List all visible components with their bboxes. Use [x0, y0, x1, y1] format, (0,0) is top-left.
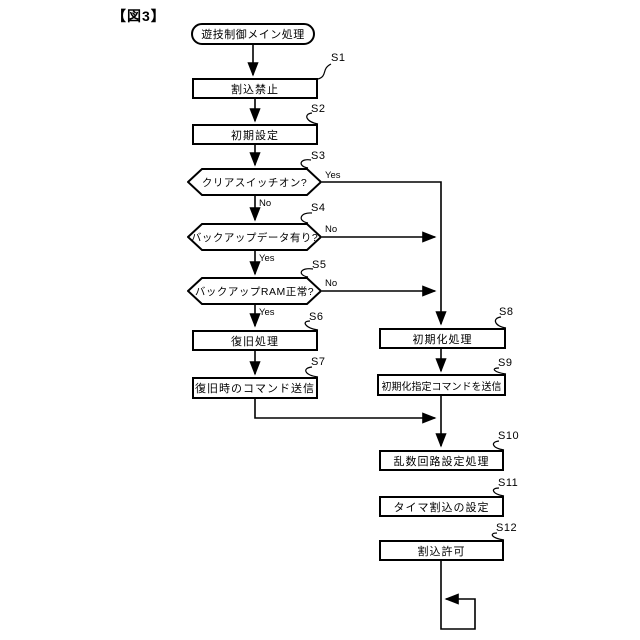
s12-text: 割込許可: [417, 545, 466, 558]
leader-s1: [317, 63, 332, 80]
step-label-s8: S8: [499, 306, 514, 318]
s4-text: バックアップデータ有り?: [190, 231, 319, 244]
leader-s3: [300, 159, 312, 169]
node-s8-process: 初期化処理: [379, 328, 506, 349]
s6-text: 復旧処理: [231, 335, 279, 348]
step-label-s12: S12: [496, 522, 518, 534]
node-s3-decision: クリアスイッチオン?: [187, 168, 322, 196]
edge-s12-loop: [440, 561, 476, 630]
leader-s12: [491, 532, 505, 541]
step-label-s10: S10: [498, 430, 520, 442]
start-terminal-text: 遊技制御メイン処理: [201, 29, 305, 41]
leader-s2: [306, 112, 319, 125]
branch-s5-no: No: [325, 278, 338, 289]
s2-text: 初期設定: [231, 129, 279, 142]
node-s2-process: 初期設定: [192, 124, 318, 145]
node-s9-process: 初期化指定コマンドを送信: [377, 374, 506, 396]
leader-s8: [494, 316, 507, 329]
s5-text: バックアップRAM正常?: [194, 285, 315, 298]
s7-text: 復旧時のコマンド送信: [195, 383, 315, 395]
node-start-terminal: 遊技制御メイン処理: [191, 23, 315, 45]
node-s4-decision: バックアップデータ有り?: [187, 223, 322, 251]
step-label-s5: S5: [312, 259, 327, 271]
node-s5-decision: バックアップRAM正常?: [187, 277, 322, 305]
edge-s7-join: [254, 399, 437, 424]
s9-text: 初期化指定コマンドを送信: [381, 381, 502, 393]
hexagon-shape: [187, 223, 322, 251]
s3-text: クリアスイッチオン?: [201, 176, 308, 189]
s11-text: タイマ割込の設定: [393, 501, 490, 514]
leader-s4: [300, 212, 313, 224]
s10-text: 乱数回路設定処理: [393, 455, 490, 468]
node-s1-process: 割込禁止: [192, 78, 318, 99]
leader-s9: [493, 367, 507, 375]
node-s7-process: 復旧時のコマンド送信: [192, 377, 318, 399]
edge-s3-yes: [322, 181, 447, 326]
branch-s4-no: No: [325, 224, 338, 235]
hexagon-shape: [187, 277, 322, 305]
s8-text: 初期化処理: [412, 333, 473, 346]
step-label-s11: S11: [498, 477, 519, 489]
step-label-s7: S7: [311, 356, 326, 368]
branch-s4-yes: Yes: [259, 253, 275, 264]
step-label-s1: S1: [331, 52, 346, 64]
figure-label: 【図3】: [112, 8, 166, 24]
branch-s3-no: No: [259, 198, 272, 209]
leader-s11: [492, 487, 505, 497]
node-s12-process: 割込許可: [379, 540, 504, 561]
branch-s3-yes: Yes: [325, 170, 341, 181]
node-s6-process: 復旧処理: [192, 330, 318, 351]
step-label-s9: S9: [498, 357, 513, 369]
node-s11-process: タイマ割込の設定: [379, 496, 504, 517]
step-label-s6: S6: [309, 311, 324, 323]
leader-s10: [492, 440, 505, 451]
leader-s7: [305, 366, 319, 378]
step-label-s4: S4: [311, 202, 326, 214]
step-label-s3: S3: [311, 150, 326, 162]
branch-s5-yes: Yes: [259, 307, 275, 318]
leader-s6: [304, 320, 319, 331]
step-label-s2: S2: [311, 103, 326, 115]
leader-s5: [300, 268, 314, 278]
hexagon-shape: [187, 168, 322, 196]
s1-text: 割込禁止: [231, 83, 279, 96]
node-s10-process: 乱数回路設定処理: [379, 450, 504, 471]
